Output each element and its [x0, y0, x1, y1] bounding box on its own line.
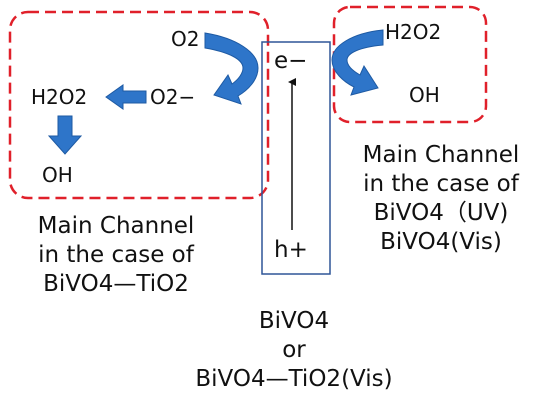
arrow-superoxide-to-h2o2 — [105, 84, 147, 110]
caption-right-line: BiVO4（UV) — [373, 200, 509, 226]
label-h2o2-right: H2O2 — [385, 20, 442, 44]
label-o2: O2 — [171, 27, 200, 51]
caption-left-line: in the case of — [38, 242, 194, 268]
caption-right: Main Channel in the case of BiVO4（UV) Bi… — [340, 141, 542, 257]
semiconductor-band-box — [261, 41, 331, 275]
caption-right-line: BiVO4(Vis) — [380, 229, 502, 255]
left-channel-region — [8, 10, 270, 200]
label-h2o2-left: H2O2 — [31, 85, 88, 109]
caption-left-line: Main Channel — [37, 213, 195, 239]
curved-arrow-left-reduction — [204, 32, 259, 105]
label-oh-right: OH — [409, 83, 440, 107]
label-oh-left: OH — [42, 163, 73, 187]
label-hole: h+ — [274, 237, 308, 263]
caption-left-line: BiVO4—TiO2 — [43, 271, 189, 297]
caption-right-line: in the case of — [363, 171, 519, 197]
arrow-h2o2-to-oh — [47, 115, 83, 155]
caption-bottom-line: BiVO4 — [258, 308, 330, 334]
caption-bottom: BiVO4 or BiVO4—TiO2(Vis) — [170, 307, 418, 394]
right-channel-region — [332, 5, 488, 124]
label-superoxide: O2− — [150, 85, 196, 109]
label-electron: e− — [274, 48, 308, 74]
caption-bottom-line: BiVO4—TiO2(Vis) — [195, 366, 393, 392]
caption-left: Main Channel in the case of BiVO4—TiO2 — [8, 212, 224, 299]
caption-right-line: Main Channel — [362, 142, 520, 168]
caption-bottom-line: or — [282, 337, 306, 363]
curved-arrow-right-reduction — [331, 29, 384, 96]
